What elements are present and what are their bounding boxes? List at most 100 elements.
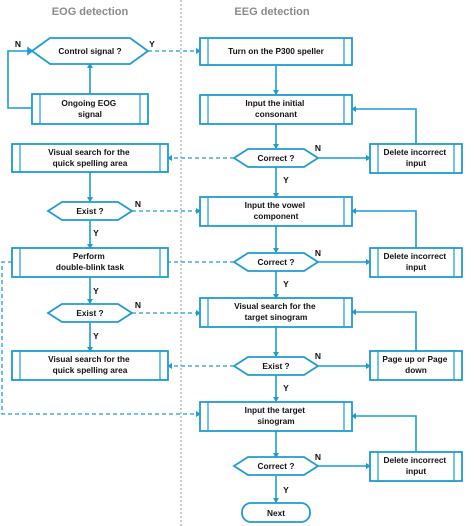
process-input-target-sinogram-label: Input the target sinogram xyxy=(245,405,308,426)
label-n-correct-3: N xyxy=(315,452,321,462)
process-perform-double-blink-label: Perform double-blink task xyxy=(56,251,125,272)
arrow-head xyxy=(273,352,279,357)
connector-control-n-loop xyxy=(7,50,32,109)
arrow-head xyxy=(196,208,201,214)
arrow-head xyxy=(87,347,93,352)
process-delete-incorrect-input-1-label: Delete incorrect input xyxy=(383,147,448,168)
connectors xyxy=(1,46,417,503)
process-input-vowel-component-label: Input the vowel component xyxy=(245,200,308,221)
label-y-control: Y xyxy=(149,39,155,49)
label-y-exist-3: Y xyxy=(283,383,289,393)
label-line: quick spelling area xyxy=(53,365,128,375)
connector-delete2-back xyxy=(352,210,417,248)
process-delete-incorrect-input-2-label: Delete incorrect input xyxy=(383,251,448,272)
label-line: input xyxy=(406,158,427,168)
arrow-head xyxy=(87,299,93,304)
arrow-head xyxy=(167,155,172,161)
label-y-exist-2: Y xyxy=(93,331,99,341)
label-line: component xyxy=(254,211,299,221)
process-input-initial-consonant xyxy=(199,94,353,125)
label-line: double-blink task xyxy=(56,262,125,272)
decision-correct-2 xyxy=(232,252,320,272)
decision-exist-3-label: Exist ? xyxy=(262,361,289,371)
decision-exist-2 xyxy=(46,303,134,323)
label-line: signal xyxy=(78,109,102,119)
label-n-control: N xyxy=(15,39,21,49)
label-line: Visual search for the xyxy=(48,147,130,157)
label-n-correct-1: N xyxy=(315,143,321,153)
label-line: target sinogram xyxy=(245,312,308,322)
label-line: sinogram xyxy=(257,416,294,426)
process-delete-incorrect-input-3 xyxy=(369,451,463,482)
process-page-up-or-page-down-label: Page up or Page down xyxy=(382,354,449,375)
arrow-head xyxy=(366,155,371,161)
arrow-head xyxy=(273,294,279,299)
process-visual-search-quick-spelling-2-label: Visual search for the quick spelling are… xyxy=(48,354,132,375)
decision-exist-1 xyxy=(46,201,134,221)
label-line: down xyxy=(405,365,427,375)
branch-labels: N Y N Y N Y N Y Y N Y N Y N Y xyxy=(15,39,321,495)
arrow-head xyxy=(351,208,356,214)
arrow-head xyxy=(167,363,172,369)
connector-delete3-back xyxy=(352,415,417,452)
label-line: quick spelling area xyxy=(53,158,128,168)
label-line: Visual search for the xyxy=(234,301,316,311)
arrow-head xyxy=(366,463,371,469)
decision-correct-3-label: Correct ? xyxy=(258,461,295,471)
arrow-head xyxy=(27,46,34,56)
arrow-head xyxy=(196,48,201,54)
label-line: Delete incorrect xyxy=(383,455,446,465)
decision-correct-3 xyxy=(232,456,320,476)
process-visual-search-quick-spelling-1 xyxy=(11,143,169,173)
process-turn-on-p300-speller xyxy=(199,37,353,66)
process-delete-incorrect-input-3-label: Delete incorrect input xyxy=(383,455,448,476)
arrow-head xyxy=(273,90,279,95)
arrow-head xyxy=(366,363,371,369)
arrow-head xyxy=(351,309,356,315)
arrow-head xyxy=(273,144,279,149)
label-line: consonant xyxy=(255,109,297,119)
label-line: Input the vowel xyxy=(245,200,305,210)
label-line: Input the target xyxy=(245,405,306,415)
label-line: input xyxy=(406,466,427,476)
arrow-head xyxy=(87,197,93,202)
process-input-vowel-component xyxy=(199,196,353,227)
process-delete-incorrect-input-1 xyxy=(369,143,463,174)
arrow-head xyxy=(366,259,371,265)
decision-control-signal xyxy=(30,37,150,65)
connector-blink-to-input-target xyxy=(1,261,200,415)
decision-exist-2-label: Exist ? xyxy=(76,308,103,318)
terminal-next xyxy=(241,502,311,523)
label-y-correct-3: Y xyxy=(283,485,289,495)
label-line: Ongoing EOG xyxy=(61,98,116,108)
arrow-head xyxy=(196,411,201,417)
process-perform-double-blink xyxy=(11,247,169,278)
arrow-head xyxy=(87,63,93,68)
process-turn-on-p300-speller-label: Turn on the P300 speller xyxy=(228,46,325,56)
decision-correct-1-label: Correct ? xyxy=(258,153,295,163)
header-eog-detection: EOG detection xyxy=(52,6,129,18)
decision-exist-3 xyxy=(232,356,320,376)
arrow-head xyxy=(196,310,201,316)
arrow-head xyxy=(273,453,279,458)
process-input-initial-consonant-label: Input the initial consonant xyxy=(245,98,306,119)
process-ongoing-eog-signal xyxy=(31,93,149,125)
label-line: Visual search for the xyxy=(48,354,130,364)
arrow-head xyxy=(273,193,279,198)
process-delete-incorrect-input-2 xyxy=(369,247,463,278)
process-visual-search-quick-spelling-1-label: Visual search for the quick spelling are… xyxy=(48,147,132,168)
label-line: Delete incorrect xyxy=(383,251,446,261)
arrow-head xyxy=(273,248,279,253)
decision-control-signal-label: Control signal ? xyxy=(58,46,121,56)
decision-correct-1 xyxy=(232,148,320,168)
process-input-target-sinogram xyxy=(199,401,353,432)
arrow-head xyxy=(273,397,279,402)
process-page-up-or-page-down xyxy=(369,350,463,381)
process-visual-search-target-sinogram xyxy=(199,297,353,328)
process-visual-search-quick-spelling-2 xyxy=(11,350,169,381)
decision-exist-1-label: Exist ? xyxy=(76,206,103,216)
label-n-exist-2: N xyxy=(135,300,141,310)
terminal-next-label: Next xyxy=(267,508,285,518)
label-y-exist-1: Y xyxy=(93,228,99,238)
